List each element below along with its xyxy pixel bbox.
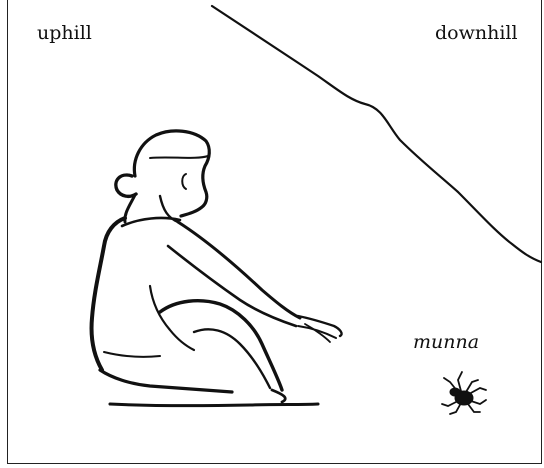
hill-slope-line <box>212 6 541 262</box>
spider-icon <box>442 372 486 414</box>
crouching-person-icon <box>91 131 341 406</box>
